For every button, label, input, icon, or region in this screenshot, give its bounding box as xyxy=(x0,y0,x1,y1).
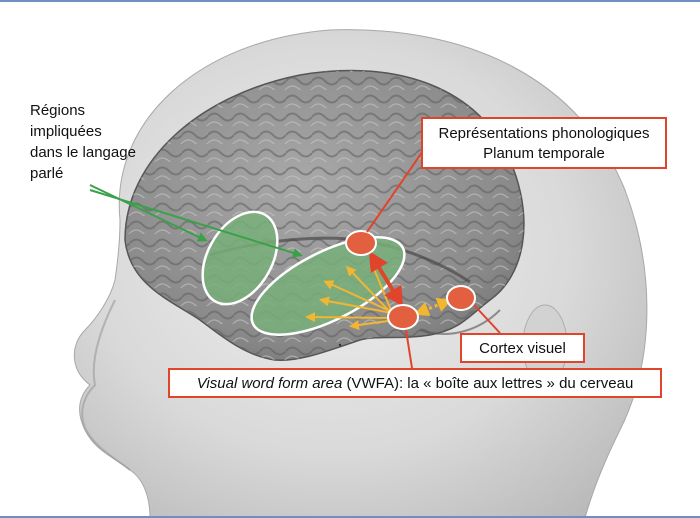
vwfa-label-rest: (VWFA): la « boîte aux lettres » du cerv… xyxy=(342,375,634,392)
phonological-box: Représentations phonologiques Planum tem… xyxy=(421,117,667,169)
spoken-language-label: Régions impliquées dans le langage parlé xyxy=(30,100,136,184)
visual-cortex-label: Cortex visuel xyxy=(479,340,566,357)
visual-cortex-node xyxy=(446,285,476,311)
phonology-vwfa-arrow xyxy=(368,250,404,308)
green-arrow-temporal xyxy=(89,189,303,258)
vwfa-node xyxy=(387,304,419,330)
vwfa-box: Visual word form area (VWFA): la « boîte… xyxy=(168,368,662,398)
phonological-line-1: Représentations phonologiques xyxy=(438,125,650,142)
vwfa-label-italic: Visual word form area xyxy=(196,375,343,392)
planum-temporale-node xyxy=(345,230,377,256)
green-arrow-frontal xyxy=(89,184,208,242)
top-frame-line xyxy=(0,0,700,2)
visual-cortex-box: Cortex visuel xyxy=(460,333,585,363)
face-contour xyxy=(81,299,131,471)
spoken-language-line-1: Régions xyxy=(30,102,86,119)
visual-to-vwfa-arrow xyxy=(413,297,453,317)
phonological-line-2: Planum temporale xyxy=(483,145,605,162)
leader-visual-cortex xyxy=(473,304,501,334)
spoken-language-line-3: dans le langage xyxy=(30,144,136,161)
leader-phonological xyxy=(366,147,426,233)
spoken-language-line-4: parlé xyxy=(30,165,64,182)
brain-dot xyxy=(338,343,342,347)
bottom-frame-line xyxy=(0,516,700,518)
leader-vwfa xyxy=(405,329,413,369)
spoken-language-line-2: impliquées xyxy=(30,123,102,140)
frontal-language-region xyxy=(201,210,279,306)
